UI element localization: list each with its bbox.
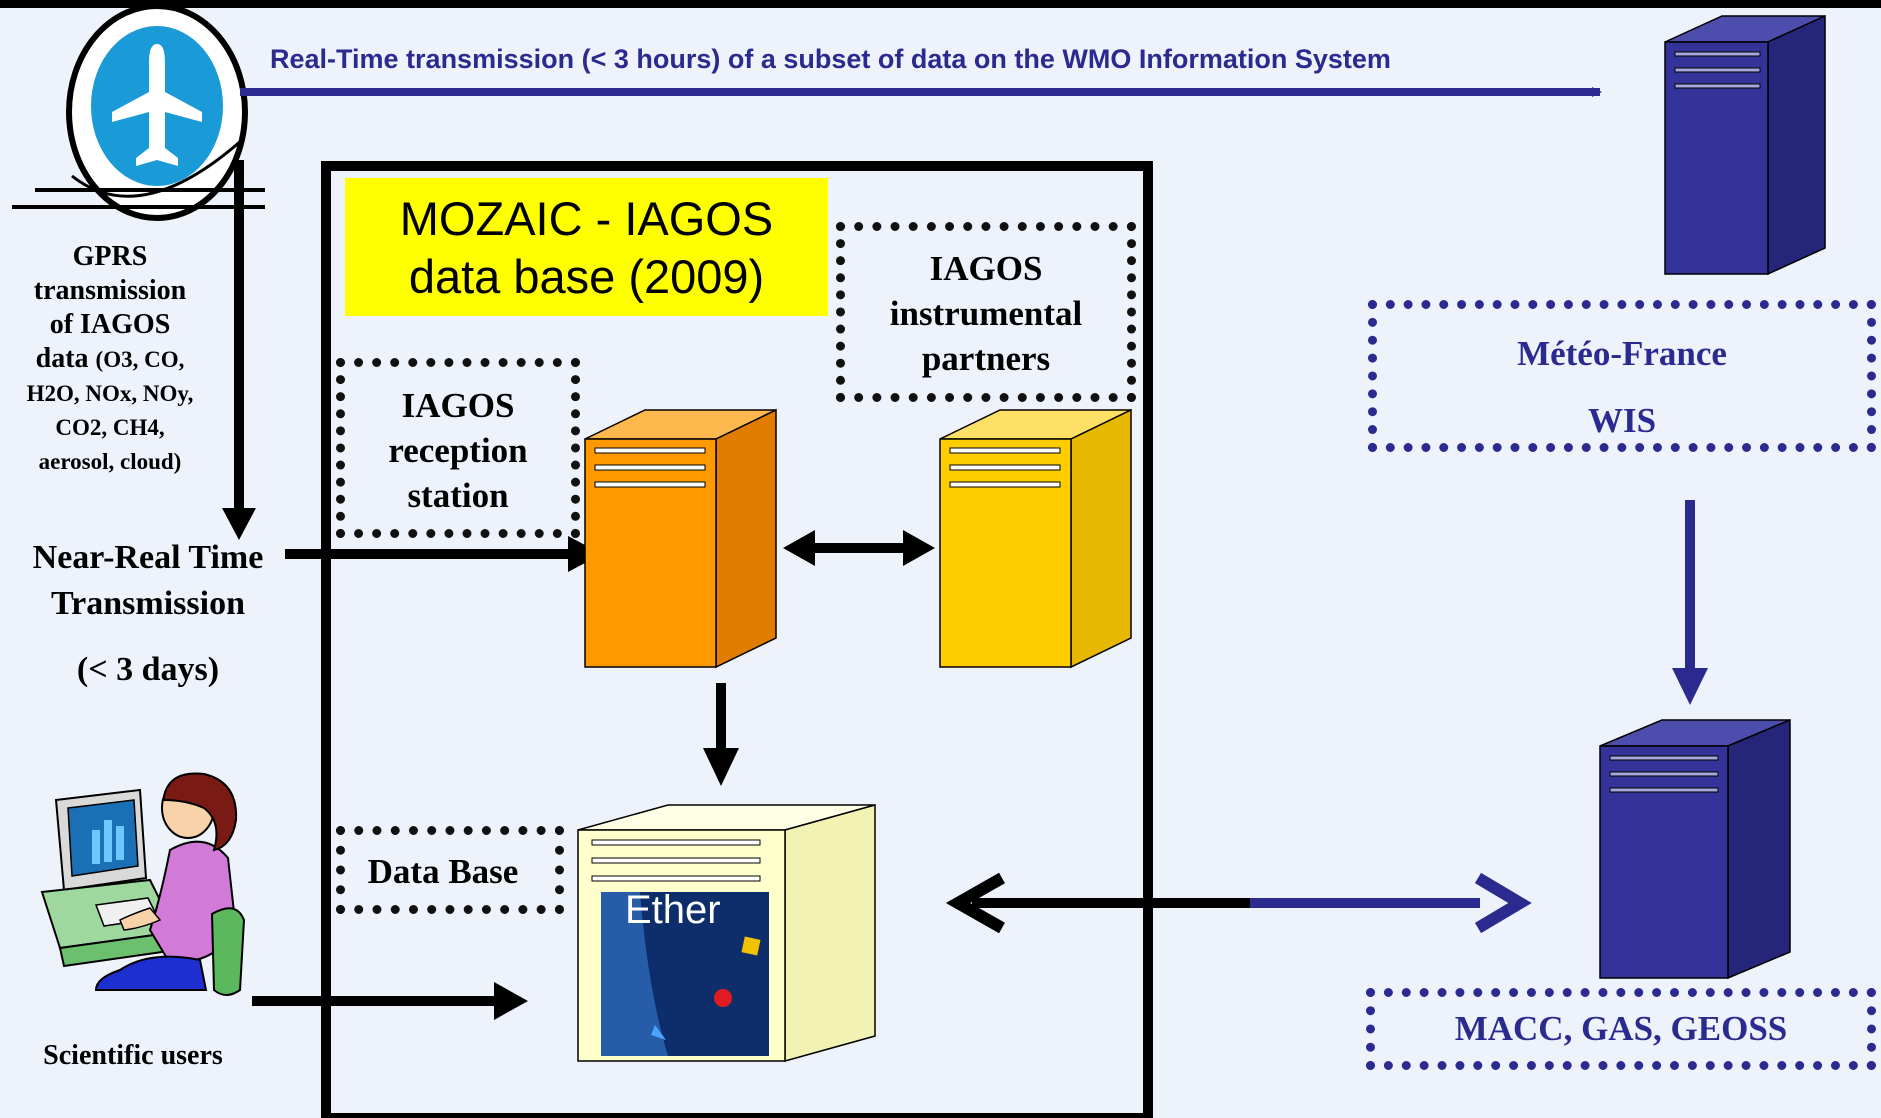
gprs-line4: data (O3, CO, (6, 342, 214, 377)
user-at-computer-icon (40, 772, 246, 996)
database-title-box (345, 178, 828, 316)
gprs-text: GPRS transmission of IAGOS data (O3, CO,… (6, 240, 214, 479)
database-title-line2: data base (2009) (408, 250, 765, 303)
reception-line3: station (407, 476, 509, 515)
nrt-arrow (285, 536, 602, 572)
meteo-server-icon (1664, 14, 1826, 276)
scientific-users-label: Scientific users (43, 1040, 223, 1071)
wis-down-arrow (1672, 500, 1708, 705)
meteo-text: Météo-France WIS (1368, 320, 1876, 454)
gprs-line5: H2O, NOx, NOy, (26, 381, 194, 406)
gprs-line4b: (O3, CO, (95, 347, 185, 372)
nrt-text: Near-Real Time Transmission (< 3 days) (6, 535, 290, 693)
macc-box (1366, 988, 1876, 1070)
meteo-line1: Météo-France (1517, 334, 1727, 373)
reception-box (336, 358, 580, 538)
macc-exchange-arrow (945, 872, 1532, 934)
nrt-line1: Near-Real Time (32, 539, 264, 576)
gprs-line1: GPRS (72, 241, 148, 272)
gprs-line6: CO2, CH4, (55, 415, 165, 440)
data-base-label: Data Base (367, 852, 519, 891)
nrt-line2: Transmission (51, 585, 245, 622)
ether-label: Ether (625, 888, 721, 932)
meteo-line2: WIS (1587, 401, 1657, 440)
gprs-line4a: data (35, 343, 96, 374)
top-border (0, 0, 1881, 8)
ether-logo-icon (601, 892, 769, 1056)
gprs-line7: aerosol, cloud) (38, 449, 182, 474)
gprs-line2: transmission (33, 275, 187, 306)
partners-line3: partners (921, 339, 1051, 378)
macc-label: MACC, GAS, GEOSS (1454, 1009, 1788, 1048)
data-base-box (336, 826, 564, 914)
realtime-banner-text: Real-Time transmission (< 3 hours) of a … (270, 44, 1391, 74)
users-arrow (252, 982, 528, 1020)
gprs-down-arrow (222, 160, 256, 540)
partners-text: IAGOS instrumental partners (836, 246, 1136, 381)
reception-line2: reception (388, 431, 528, 470)
macc-server-icon (1599, 718, 1791, 980)
database-title-line1: MOZAIC - IAGOS (399, 192, 774, 245)
exchange-arrow (783, 530, 935, 566)
database-frame (321, 161, 1153, 1118)
reception-server-icon (584, 408, 777, 669)
nrt-line3: (< 3 days) (76, 651, 220, 688)
to-database-arrow (703, 683, 739, 786)
meteo-box (1368, 300, 1876, 452)
partners-box (836, 222, 1136, 402)
partners-line2: instrumental (889, 294, 1083, 333)
reception-line1: IAGOS (401, 386, 515, 425)
gprs-line3: of IAGOS (49, 309, 171, 340)
reception-text: IAGOS reception station (336, 383, 580, 518)
partners-server-icon (939, 408, 1132, 669)
partners-line1: IAGOS (929, 249, 1043, 288)
database-title-text: MOZAIC - IAGOS data base (2009) (345, 190, 828, 306)
airplane-icon (12, 3, 265, 221)
